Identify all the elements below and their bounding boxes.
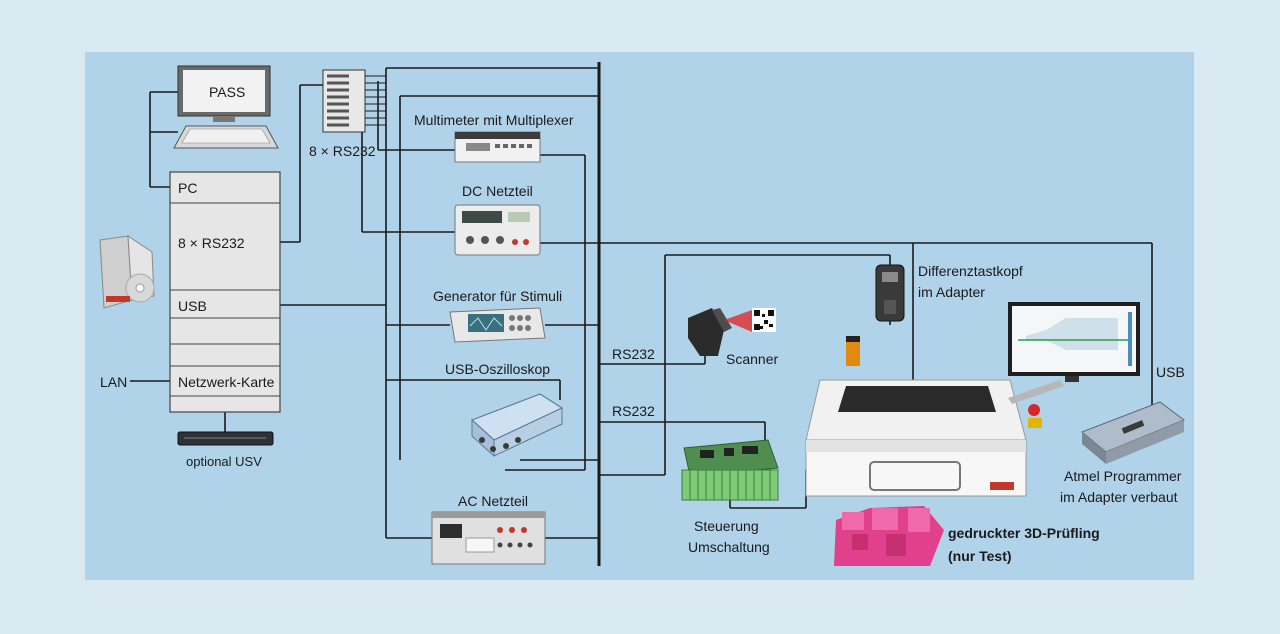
differential-probe-device — [875, 264, 905, 322]
printed-dut-device — [834, 506, 944, 566]
rs232-scanner-label: RS232 — [612, 346, 655, 362]
usb-oscilloscope-device — [470, 393, 564, 458]
software-package-icon — [99, 235, 155, 309]
atmel-programmer-device — [1081, 401, 1186, 464]
rs232-hub — [322, 69, 386, 133]
scanner-label: Scanner — [726, 351, 779, 367]
lan-label: LAN — [100, 374, 128, 390]
usb-scope-label: USB-Oszilloskop — [445, 361, 551, 377]
dc-supply-label: DC Netzteil — [462, 183, 533, 199]
rs232-8x-label: 8 × RS232 — [309, 143, 376, 159]
atmel-label-line1: Atmel Programmer — [1064, 468, 1182, 484]
pass-label: PASS — [209, 84, 246, 100]
network-card-label: Netzwerk-Karte — [178, 374, 275, 390]
rs232-rack-label: 8 × RS232 — [178, 235, 245, 251]
generator-label: Generator für Stimuli — [433, 288, 563, 304]
diff-probe-label-line1: Differenztastkopf — [918, 263, 1023, 279]
signal-generator-device — [449, 307, 546, 343]
dut-label-line1: gedruckter 3D-Prüfling — [948, 525, 1100, 541]
control-board-device — [681, 439, 779, 501]
usb-programmer-label: USB — [1156, 364, 1185, 380]
pc-monitor — [177, 65, 271, 122]
pc-rack — [169, 171, 281, 413]
connection-lines — [130, 62, 1153, 566]
dut-label-line2: (nur Test) — [948, 548, 1012, 564]
barcode-scanner-device — [688, 308, 776, 356]
diff-probe-label-line2: im Adapter — [918, 284, 985, 300]
usb-rack-label: USB — [178, 298, 207, 314]
ac-supply-label: AC Netzteil — [458, 493, 529, 509]
control-label-line2: Umschaltung — [688, 539, 770, 555]
test-adapter-device — [805, 336, 1064, 497]
control-label-line1: Steuerung — [694, 518, 759, 534]
oscilloscope-monitor — [1008, 302, 1140, 382]
keyboard — [173, 125, 279, 149]
dc-supply-device — [454, 204, 541, 256]
multimeter-label: Multimeter mit Multiplexer — [414, 112, 574, 128]
multimeter-device — [454, 131, 541, 163]
atmel-label-line2: im Adapter verbaut — [1060, 489, 1178, 505]
ups-device — [177, 431, 274, 446]
ac-supply-device — [431, 511, 546, 565]
rs232-control-label: RS232 — [612, 403, 655, 419]
pc-label: PC — [178, 180, 198, 196]
ups-label: optional USV — [186, 454, 262, 469]
